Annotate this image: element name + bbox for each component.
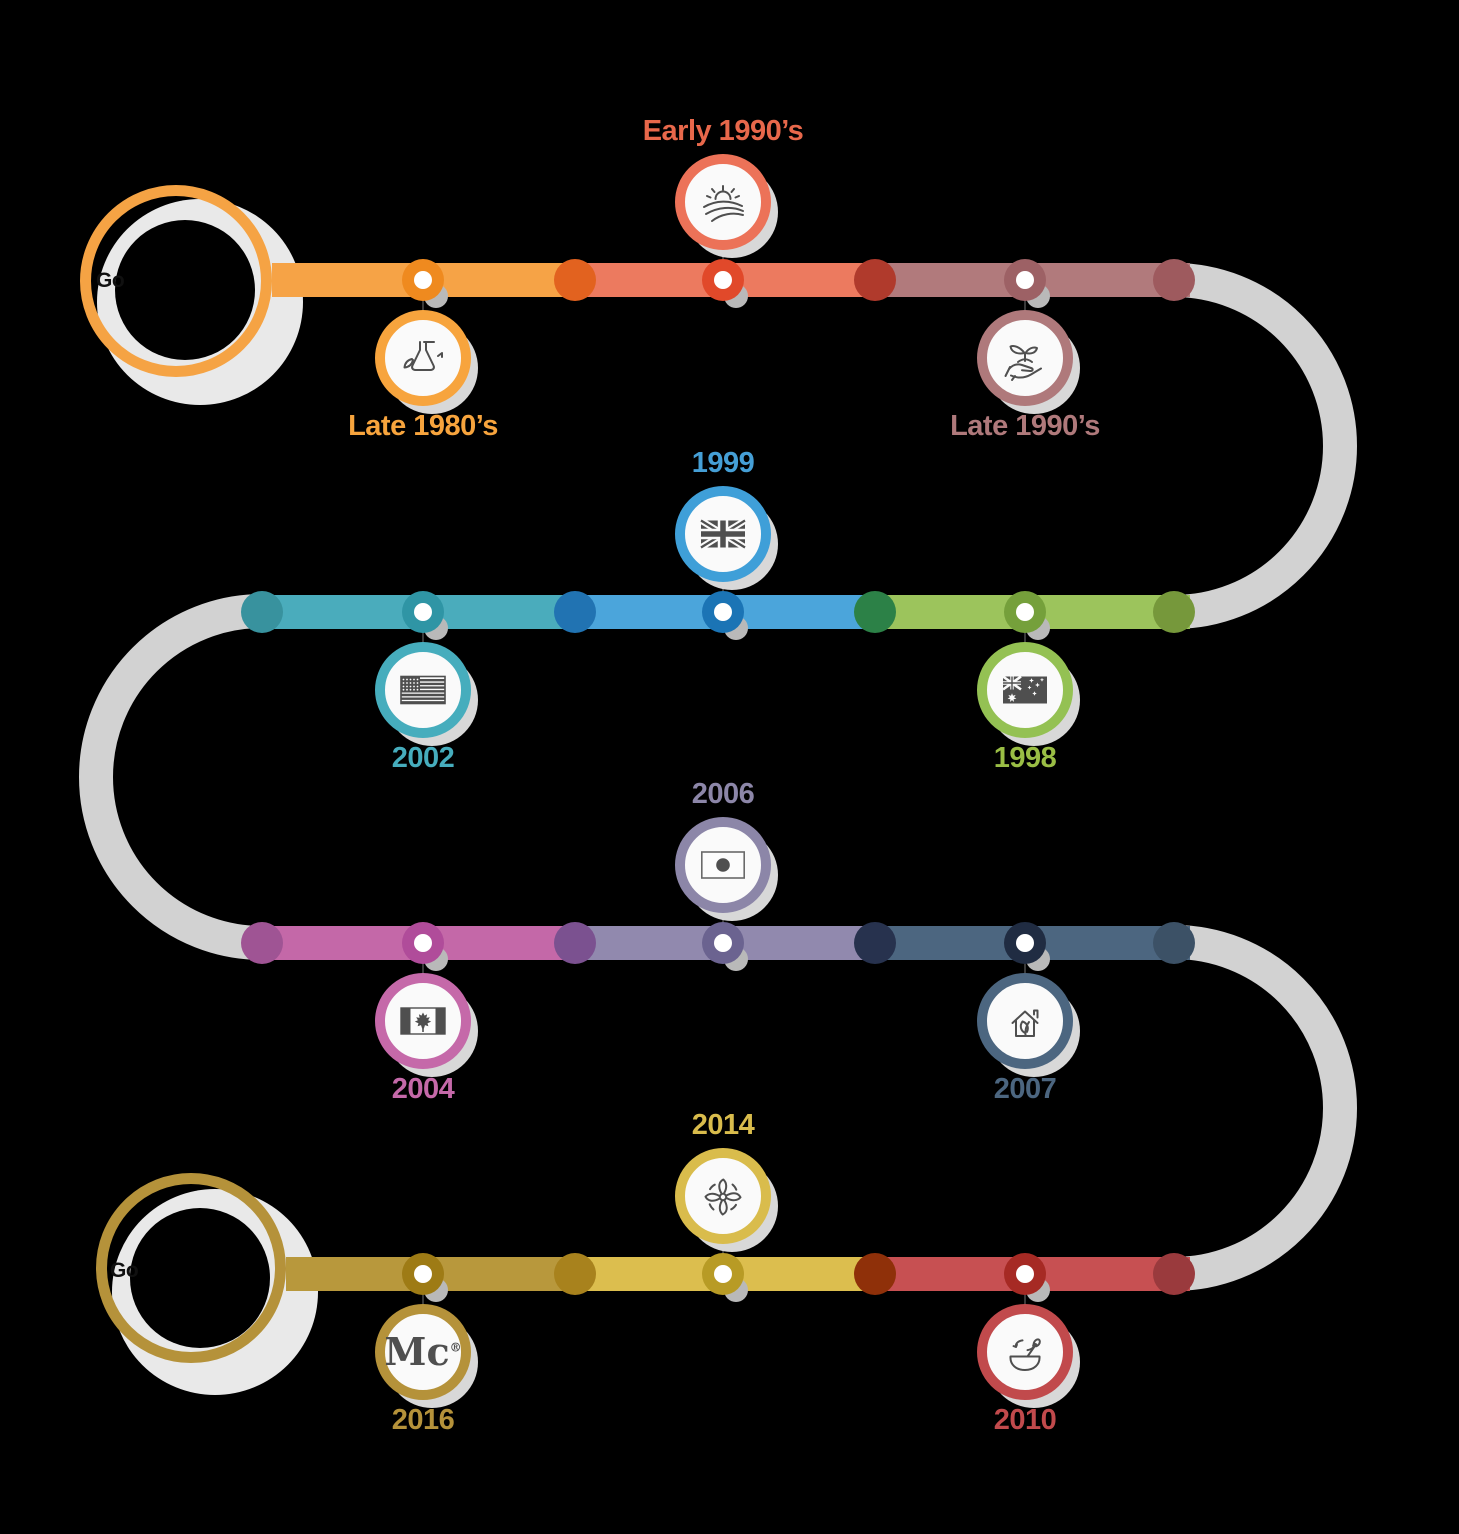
milestone-label: Late 1980’s [348, 410, 498, 442]
milestone-node [402, 259, 444, 301]
milestone-label: 1999 [691, 447, 755, 479]
milestone-label: 2010 [993, 1404, 1057, 1436]
milestone-node [402, 591, 444, 633]
milestone-node [1004, 922, 1046, 964]
start-circle-ring [80, 185, 272, 377]
plant-in-hand-icon [1001, 334, 1049, 382]
milestone-label: 2002 [391, 742, 455, 774]
milestone-icon-circle [675, 817, 771, 913]
junction-dot [854, 591, 896, 633]
uk-flag-icon [699, 510, 747, 558]
milestone-label: 2004 [391, 1073, 455, 1105]
milestone-icon-circle [375, 973, 471, 1069]
milestone-node [402, 922, 444, 964]
milestone-icon-circle [375, 642, 471, 738]
junction-dot [1153, 1253, 1195, 1295]
milestone-node [402, 1253, 444, 1295]
milestone-icon-circle [675, 154, 771, 250]
junction-dot [554, 591, 596, 633]
canada-flag-icon [399, 997, 447, 1045]
junction-dot [554, 922, 596, 964]
end-circle-label: Go [110, 1259, 139, 1282]
milestone-icon-circle [977, 1304, 1073, 1400]
junction-dot [241, 591, 283, 633]
milestone-label: 2007 [993, 1073, 1057, 1105]
milestone-node [702, 1253, 744, 1295]
start-circle-label: Go [96, 269, 125, 292]
milestone-label: 2006 [691, 778, 755, 810]
milestone-icon-circle [375, 310, 471, 406]
milestone-label: 2016 [391, 1404, 455, 1436]
milestone-label: Late 1990’s [950, 410, 1100, 442]
milestone-node [1004, 591, 1046, 633]
serpentine-curve-left [79, 594, 262, 960]
milestone-label: 2014 [691, 1109, 755, 1141]
milestone-icon-circle [977, 642, 1073, 738]
milestone-node [702, 922, 744, 964]
eco-house-icon [1001, 997, 1049, 1045]
flask-icon [399, 334, 447, 382]
junction-dot [1153, 922, 1195, 964]
milestone-icon-circle [675, 1148, 771, 1244]
junction-dot [1153, 259, 1195, 301]
mccormick-logo-icon: Mc® [384, 1329, 462, 1374]
japan-flag-icon [699, 841, 747, 889]
milestone-label: 1998 [993, 742, 1057, 774]
stirring-bowl-icon [1001, 1328, 1049, 1376]
milestone-icon-circle [977, 973, 1073, 1069]
junction-dot [854, 1253, 896, 1295]
junction-dot [554, 1253, 596, 1295]
sunrise-field-icon [699, 178, 747, 226]
junction-dot [241, 922, 283, 964]
milestone-icon-circle [977, 310, 1073, 406]
milestone-icon-circle: Mc® [375, 1304, 471, 1400]
australia-flag-icon [1001, 666, 1049, 714]
milestone-node [1004, 259, 1046, 301]
junction-dot [554, 259, 596, 301]
end-circle-ring [96, 1173, 286, 1363]
milestone-node [702, 591, 744, 633]
milestone-label: Early 1990’s [642, 115, 804, 147]
milestone-icon-circle [675, 486, 771, 582]
junction-dot [854, 922, 896, 964]
milestone-node [702, 259, 744, 301]
milestone-node [1004, 1253, 1046, 1295]
junction-dot [1153, 591, 1195, 633]
junction-dot [854, 259, 896, 301]
fan-icon [699, 1172, 747, 1220]
usa-flag-icon [399, 666, 447, 714]
